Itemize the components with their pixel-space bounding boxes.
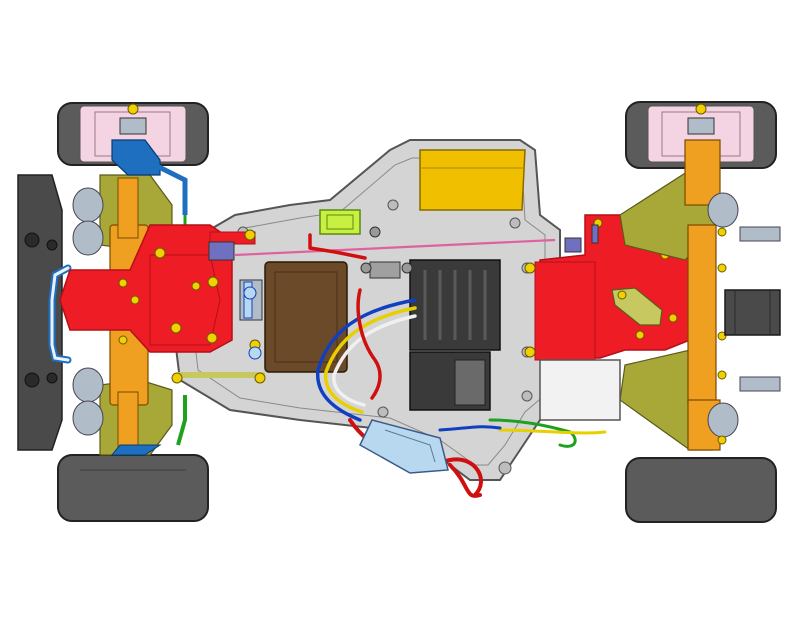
screw-shape — [170, 322, 182, 334]
gear-shape — [534, 261, 596, 361]
tire-shape — [57, 454, 209, 522]
front-bumper — [17, 174, 72, 451]
damper-shape — [739, 226, 781, 242]
screw-shape — [668, 313, 678, 323]
screwhole-shape — [521, 390, 533, 402]
misc-parts — [208, 226, 413, 360]
damper-shape — [72, 367, 104, 403]
battery-shape — [419, 149, 526, 211]
screw-shape — [154, 247, 166, 259]
screw-shape — [717, 370, 727, 380]
w-blue-shape — [316, 298, 417, 422]
screw-shape — [717, 435, 727, 445]
front-left-wheel — [57, 102, 209, 166]
steer-shape — [110, 444, 162, 456]
screw-shape — [617, 290, 627, 300]
screw-shape — [717, 331, 727, 341]
rear-suspension — [619, 139, 781, 451]
connector-plug — [359, 419, 449, 474]
screw-shape — [207, 276, 219, 288]
bumper-hole-shape — [46, 372, 58, 384]
screw-shape — [118, 335, 128, 345]
sensor-box — [539, 359, 621, 421]
hub-detail-shape — [94, 111, 171, 157]
w-red-shape — [448, 463, 482, 498]
screwhole-shape — [387, 199, 399, 211]
front-suspension — [72, 139, 266, 456]
receiver-mount — [319, 209, 361, 235]
w-red-shape — [308, 233, 367, 260]
carrier-shape — [684, 139, 721, 206]
rear-right-wheel — [625, 457, 777, 523]
damper-shape — [707, 192, 739, 228]
screw-shape — [524, 346, 536, 358]
bumper-hole-shape — [46, 239, 58, 251]
tire-shape — [625, 457, 777, 523]
screw-shape — [171, 372, 183, 384]
gear-dark-shape — [149, 254, 221, 346]
damper-shape — [72, 400, 104, 436]
w-white-shape — [332, 314, 417, 407]
esc-light-shape — [454, 359, 486, 406]
receiver-shape — [319, 209, 361, 235]
hubnut-shape — [119, 117, 147, 135]
antenna-rod — [234, 238, 556, 257]
w-blue-shape — [438, 425, 502, 432]
screw-shape — [254, 372, 266, 384]
screwhole-shape — [509, 217, 521, 229]
screw-shape — [717, 263, 727, 273]
front-gearbox — [59, 224, 256, 353]
screw-shape — [127, 103, 139, 115]
carrier-shape — [117, 177, 139, 239]
damper-shape — [739, 376, 781, 392]
carrier-shape — [117, 391, 139, 453]
servo — [239, 261, 348, 373]
steer-shape — [111, 139, 161, 176]
screwhole-shape — [377, 406, 389, 418]
screw-shape — [191, 281, 201, 291]
battery-pack — [419, 149, 526, 211]
hubnut-shape — [687, 117, 715, 135]
conn-shape — [359, 419, 449, 474]
speed-controller — [409, 259, 501, 411]
motor — [724, 289, 781, 336]
bumper-hole-shape — [24, 232, 40, 248]
screw-shape — [206, 332, 218, 344]
screw-shape — [130, 295, 140, 305]
w-yellow-shape — [323, 306, 417, 414]
carrier-shape — [687, 224, 717, 406]
front-right-wheel — [57, 454, 209, 522]
screw-shape — [717, 227, 727, 237]
screw-shape — [695, 103, 707, 115]
damper-shape — [72, 187, 104, 223]
rear-left-wheel — [625, 101, 777, 169]
w-yellow-shape — [498, 428, 607, 435]
screw-shape — [118, 278, 128, 288]
damper-shape — [72, 220, 104, 256]
screw-shape — [635, 330, 645, 340]
screw-shape — [244, 229, 256, 241]
bumper-hole-shape — [24, 372, 40, 388]
motor-shape — [724, 289, 781, 336]
hub-detail-shape — [661, 111, 741, 157]
screw-shape — [524, 262, 536, 274]
servo-shape — [264, 261, 348, 373]
w-red-shape — [356, 288, 382, 400]
damper-shape — [707, 402, 739, 438]
screwhole-shape — [498, 461, 512, 475]
